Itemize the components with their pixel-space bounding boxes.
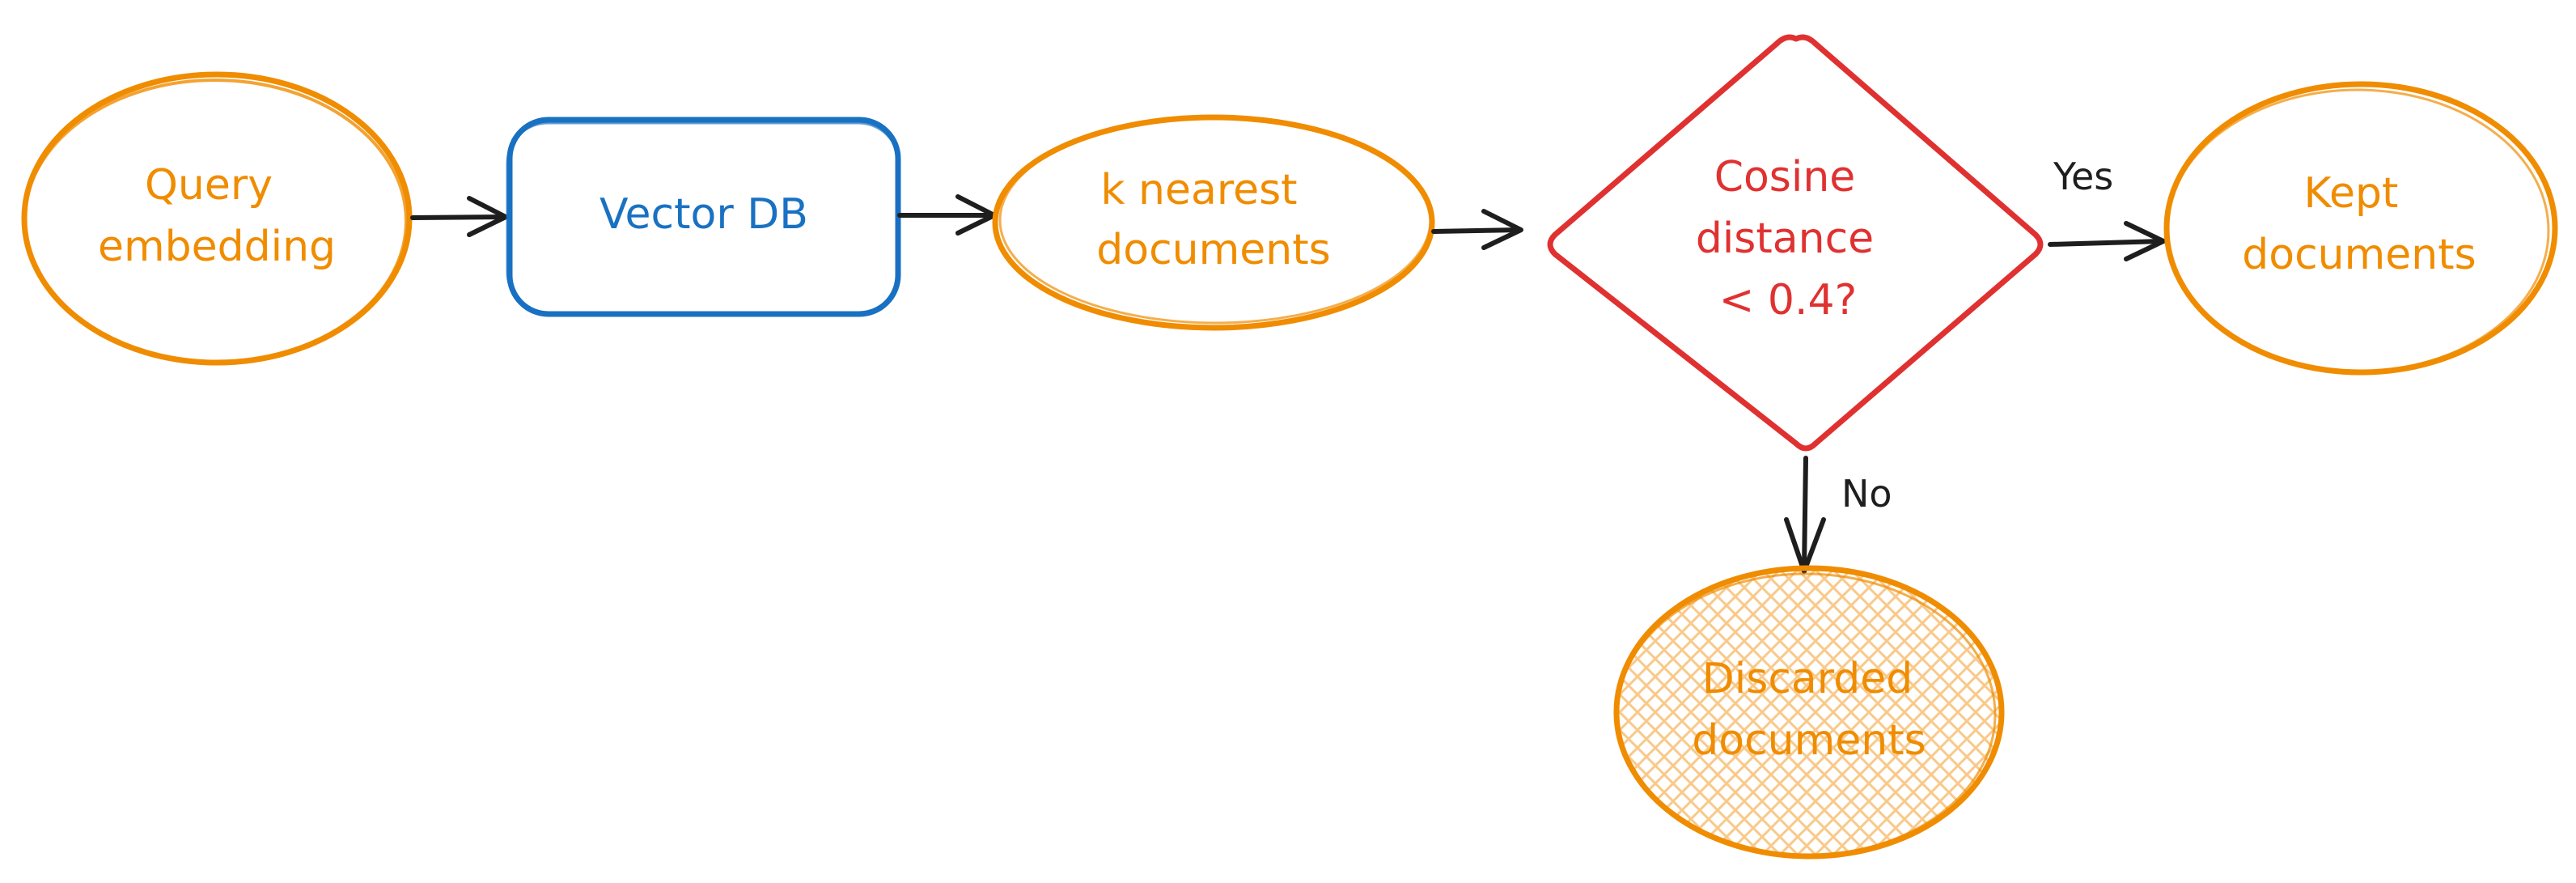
node-cosine-distance-decision[interactable]: Cosine distance < 0.4? [1547, 34, 2044, 452]
node-discarded-documents[interactable]: Discarded documents [1613, 565, 2005, 860]
kept-documents-shape [2163, 81, 2558, 376]
decision-diamond-shape [1547, 34, 2044, 452]
kept-documents-label-line1: Kept [2304, 169, 2399, 218]
decision-label-line2: distance [1696, 214, 1874, 263]
edge-query-to-vectordb [410, 196, 508, 237]
query-embedding-shape-sketch [23, 79, 408, 363]
vector-db-label: Vector DB [600, 190, 808, 239]
query-embedding-label-line2: embedding [98, 223, 336, 271]
edge-vectordb-to-knn [897, 194, 997, 236]
k-nearest-label-line1: k nearest [1100, 166, 1297, 214]
vector-db-shape-sketch [506, 121, 900, 314]
discarded-documents-label-line1: Discarded [1702, 655, 1913, 703]
edge-decision-to-discarded: No [1784, 456, 1892, 574]
decision-label-line3: < 0.4? [1719, 276, 1857, 325]
decision-label-line1: Cosine [1714, 153, 1856, 202]
node-query-embedding[interactable]: Query embedding [21, 71, 413, 366]
edge-decision-to-kept: Yes [2048, 155, 2166, 261]
kept-documents-shape-sketch [2165, 88, 2550, 373]
query-embedding-label-line1: Query [145, 161, 273, 210]
node-k-nearest-documents[interactable]: k nearest documents [992, 114, 1435, 331]
edge-knn-to-decision [1431, 209, 1523, 250]
node-vector-db[interactable]: Vector DB [506, 117, 901, 317]
kept-documents-label-line2: documents [2242, 231, 2476, 279]
discarded-documents-fill [1616, 568, 2002, 856]
discarded-documents-shape-sketch [1615, 572, 1997, 857]
discarded-documents-label-line2: documents [1692, 716, 1926, 765]
edge-yes-label: Yes [2053, 155, 2113, 198]
k-nearest-label-line2: documents [1096, 226, 1330, 274]
k-nearest-shape-sketch [998, 116, 1432, 325]
node-kept-documents[interactable]: Kept documents [2163, 81, 2558, 376]
edge-no-label: No [1841, 472, 1892, 516]
